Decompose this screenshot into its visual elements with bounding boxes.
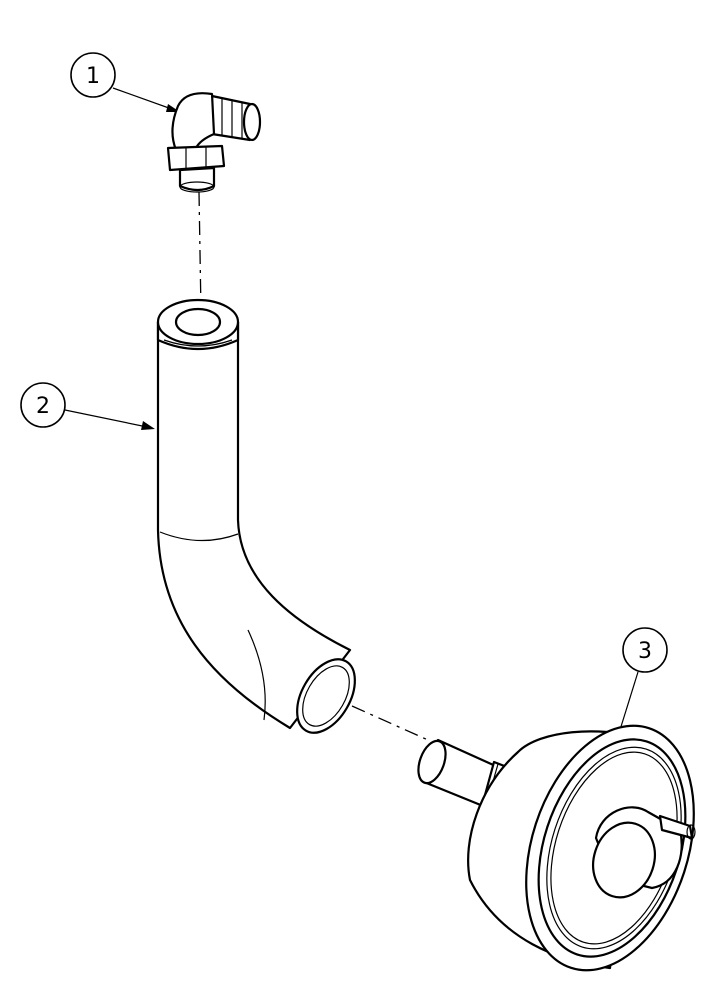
callout-2-label: 2 [36, 394, 50, 419]
callout-2: 2 [20, 382, 155, 430]
callout-1: 1 [70, 52, 181, 113]
canister-housing [417, 724, 696, 972]
elbow-fitting [166, 92, 262, 193]
callout-1-label: 1 [86, 64, 100, 89]
callout-3-label: 3 [638, 639, 652, 664]
bent-hose [156, 298, 356, 734]
